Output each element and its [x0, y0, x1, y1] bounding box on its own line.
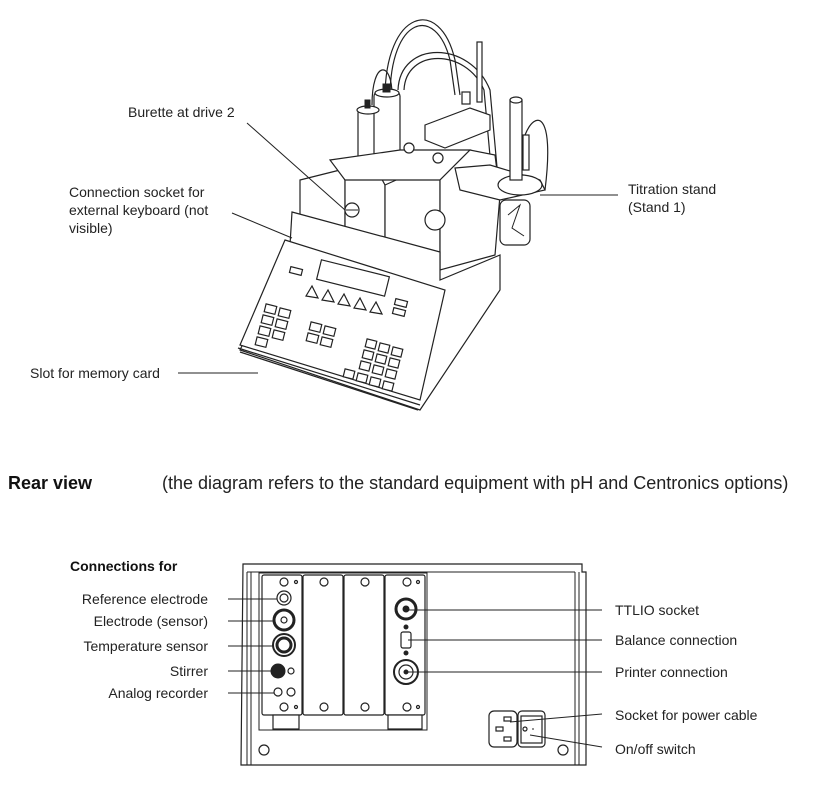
- callout-balance-connection: Balance connection: [615, 632, 738, 648]
- rear-housing: [240, 563, 587, 766]
- memory-card-slot: [237, 347, 421, 406]
- rear-view-heading: Rear view: [8, 473, 93, 493]
- rear-view-description: (the diagram refers to the standard equi…: [162, 473, 789, 493]
- keypad-left: [254, 303, 292, 349]
- callout-analog-recorder: Analog recorder: [108, 685, 208, 701]
- display: [315, 259, 391, 297]
- electrode-sensor-socket: [272, 608, 296, 632]
- stand-rod: [476, 41, 483, 103]
- analog-recorder-socket: [273, 687, 283, 697]
- callout-keyboard-socket-line3: visible): [69, 220, 113, 236]
- leader-burette: [246, 122, 346, 211]
- callout-on-off-switch: On/off switch: [615, 741, 696, 757]
- callout-power-socket: Socket for power cable: [615, 707, 758, 723]
- callout-keyboard-socket: Connection socket for external keyboard …: [69, 183, 208, 237]
- callout-keyboard-socket-line1: Connection socket for: [69, 184, 205, 200]
- callout-titration-stand-line2: (Stand 1): [628, 199, 686, 215]
- leader-on-off-switch: [529, 734, 603, 748]
- temperature-sensor-socket: [272, 633, 296, 657]
- callout-memory-card: Slot for memory card: [30, 365, 160, 381]
- tubing: [384, 19, 461, 99]
- module-blank-1: [302, 574, 344, 716]
- connections-heading: Connections for: [70, 558, 178, 574]
- leader-keyboard-socket: [231, 212, 293, 239]
- callout-burette: Burette at drive 2: [128, 104, 235, 120]
- callout-keyboard-socket-line2: external keyboard (not: [69, 202, 209, 218]
- keypad-numeric: [342, 338, 404, 392]
- callout-ttlio-socket: TTLIO socket: [615, 602, 700, 618]
- module-frame: [258, 572, 428, 731]
- burette-holder: [424, 107, 491, 149]
- callout-titration-stand-line1: Titration stand: [628, 181, 717, 197]
- stirrer-socket: [270, 663, 286, 679]
- screws: [258, 577, 569, 756]
- titration-vessel: [499, 199, 531, 246]
- callout-stirrer: Stirrer: [169, 663, 208, 679]
- softkeys: [305, 284, 384, 315]
- callout-electrode-sensor: Electrode (sensor): [93, 613, 208, 629]
- callout-temperature-sensor: Temperature sensor: [83, 638, 208, 654]
- callout-titration-stand: Titration stand (Stand 1): [628, 180, 716, 216]
- callout-reference-electrode: Reference electrode: [81, 591, 208, 607]
- keypad-middle: [305, 321, 337, 349]
- titrator-front-illustration: [178, 19, 618, 411]
- leader-power-socket: [509, 713, 603, 723]
- ttlio-socket: [394, 597, 418, 621]
- module-blank-2: [343, 574, 385, 716]
- callout-printer-connection: Printer connection: [615, 664, 728, 680]
- tubing: [397, 51, 501, 201]
